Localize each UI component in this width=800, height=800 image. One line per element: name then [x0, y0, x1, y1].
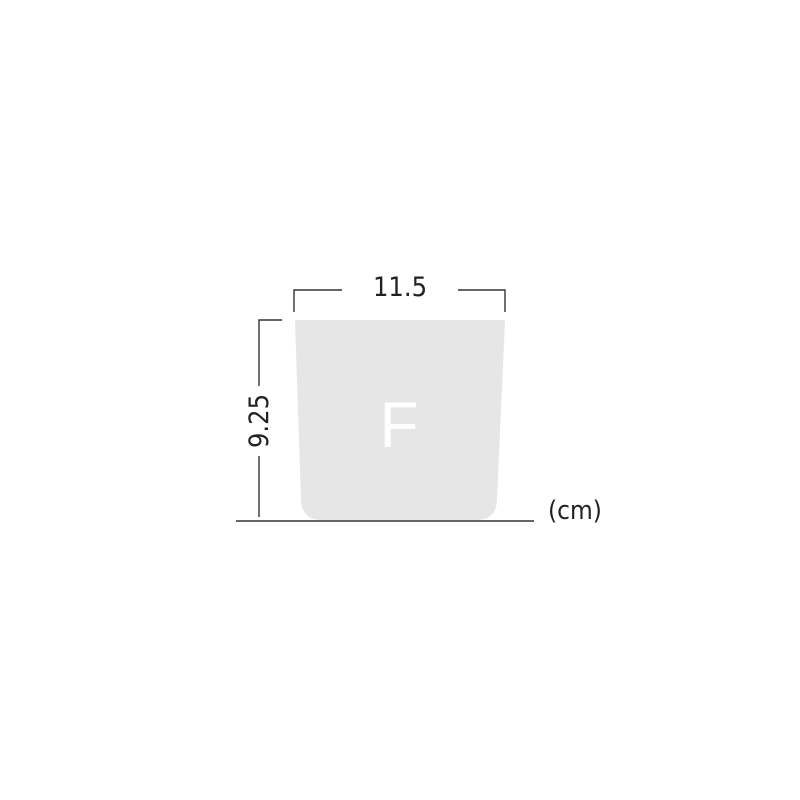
- width-label: 11.5: [373, 272, 427, 303]
- height-dimension-line: [258, 319, 282, 517]
- unit-label: (cm): [548, 496, 602, 526]
- container-shape: [295, 320, 505, 520]
- height-label: 9.25: [244, 394, 275, 448]
- shape-label: F: [379, 389, 418, 461]
- width-dimension-line: [293, 289, 506, 312]
